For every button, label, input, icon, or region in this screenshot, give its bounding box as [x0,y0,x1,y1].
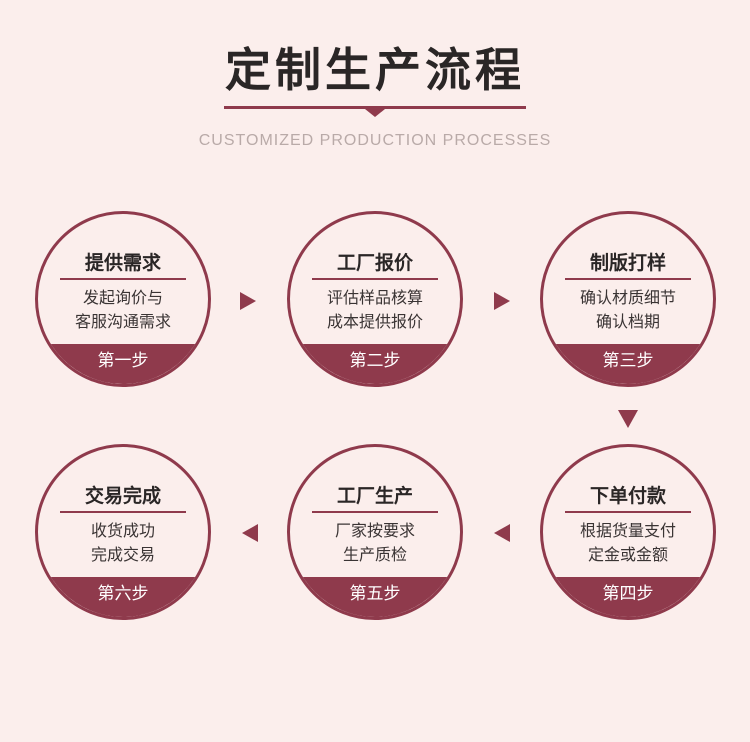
step-1-description-line-1: 发起询价与 [82,288,163,307]
step-2-divider [312,278,438,280]
arrow-right-icon [494,292,510,310]
step-4-description-line-2: 定金或金额 [587,545,668,564]
step-1-heading: 提供需求 [84,252,161,274]
step-5-circle: 工厂生产 厂家按要求 生产质检 第五步 [287,444,463,620]
step-5-label: 第五步 [290,577,460,617]
step-3-description-line-1: 确认材质细节 [579,288,676,307]
step-6-description-line-1: 收货成功 [90,521,155,540]
step-2-heading: 工厂报价 [336,252,413,274]
step-5-divider [312,511,438,513]
step-3-label: 第三步 [543,344,713,384]
step-3-divider [565,278,691,280]
step-2-circle: 工厂报价 评估样品核算 成本提供报价 第二步 [287,211,463,387]
title-underline-notch [365,109,385,117]
step-3-description: 确认材质细节 确认档期 [543,286,713,334]
arrow-left-icon [494,524,510,542]
arrow-right-icon [240,292,256,310]
step-1-description-line-2: 客服沟通需求 [74,312,171,331]
step-5-description-line-2: 生产质检 [342,545,407,564]
step-4-divider [565,511,691,513]
step-1-label: 第一步 [38,344,208,384]
step-6-divider [60,511,186,513]
step-6-circle: 交易完成 收货成功 完成交易 第六步 [35,444,211,620]
step-6-label: 第六步 [38,577,208,617]
step-2-description: 评估样品核算 成本提供报价 [290,286,460,334]
step-6-description: 收货成功 完成交易 [38,519,208,567]
step-2-description-line-1: 评估样品核算 [326,288,423,307]
step-3-circle: 制版打样 确认材质细节 确认档期 第三步 [540,211,716,387]
step-4-description: 根据货量支付 定金或金额 [543,519,713,567]
step-6-heading: 交易完成 [84,485,161,507]
step-1-circle: 提供需求 发起询价与 客服沟通需求 第一步 [35,211,211,387]
step-4-circle: 下单付款 根据货量支付 定金或金额 第四步 [540,444,716,620]
step-4-label: 第四步 [543,577,713,617]
page-title: 定制生产流程 [225,43,525,97]
arrow-down-icon [618,410,638,428]
step-1-divider [60,278,186,280]
step-3-description-line-2: 确认档期 [595,312,660,331]
step-1-description: 发起询价与 客服沟通需求 [38,286,208,334]
arrow-left-icon [242,524,258,542]
step-5-description: 厂家按要求 生产质检 [290,519,460,567]
step-5-description-line-1: 厂家按要求 [334,521,415,540]
step-6-description-line-2: 完成交易 [90,545,155,564]
step-2-label: 第二步 [290,344,460,384]
step-2-description-line-2: 成本提供报价 [326,312,423,331]
page-subtitle: CUSTOMIZED PRODUCTION PROCESSES [198,132,552,149]
step-3-heading: 制版打样 [589,252,666,274]
step-4-heading: 下单付款 [589,485,666,507]
step-4-description-line-1: 根据货量支付 [579,521,676,540]
step-5-heading: 工厂生产 [336,485,413,507]
title-underline [224,106,526,109]
